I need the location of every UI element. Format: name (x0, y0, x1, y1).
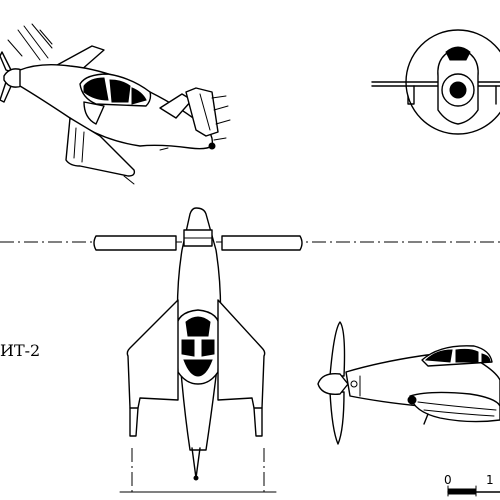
side-prop-lower (329, 391, 345, 445)
front-cowling (441, 73, 475, 107)
plan-tail (191, 447, 201, 479)
propeller-blade-upper (0, 51, 13, 73)
wing-near (65, 117, 136, 177)
scale-tick-1: 1 (486, 473, 494, 487)
plan-canopy-rear (183, 359, 213, 377)
side-canopy-front (424, 349, 453, 363)
front-canopy (445, 46, 471, 61)
scale-tick-0: 0 (444, 473, 452, 487)
top-view (93, 207, 303, 493)
plan-fin-left (129, 407, 139, 437)
side-fairing (83, 101, 105, 125)
scale-segment (447, 488, 477, 495)
side-gear (423, 413, 429, 425)
plan-canopy-mid-right (201, 339, 215, 357)
plan-fin-right (253, 407, 263, 437)
side-view (317, 321, 500, 445)
side-wing-wheel (407, 395, 417, 405)
plan-wing-left (126, 299, 179, 409)
plan-canopy-front (185, 316, 211, 337)
side-canopy-rear (481, 353, 491, 363)
front-view (371, 29, 500, 135)
canopy-pane-rear (131, 87, 147, 105)
canopy-pane-front (83, 77, 109, 101)
front-wing-left (371, 81, 441, 87)
plan-tail-wheel (193, 475, 199, 481)
scale-bar: 0 1 (444, 473, 500, 497)
plan-canard-left (93, 235, 177, 251)
side-prop-upper (329, 321, 346, 377)
side-cowl-hole (350, 380, 358, 388)
canopy-pane-mid (109, 79, 131, 103)
plan-canopy-mid-left (181, 339, 195, 357)
model-label: ИТ-2 (0, 341, 40, 360)
plan-wing-right (217, 299, 266, 409)
side-spinner (317, 373, 349, 395)
front-gear-left (407, 85, 415, 105)
tail-vertical (185, 87, 219, 137)
tail-wheel (208, 142, 216, 150)
propeller-blur (7, 23, 53, 61)
perspective-view (0, 23, 231, 185)
side-canopy-mid (455, 348, 479, 363)
plan-canard-right (221, 235, 303, 251)
front-wing-right (475, 81, 500, 87)
front-spinner (449, 81, 467, 99)
motion-lines (123, 95, 231, 185)
